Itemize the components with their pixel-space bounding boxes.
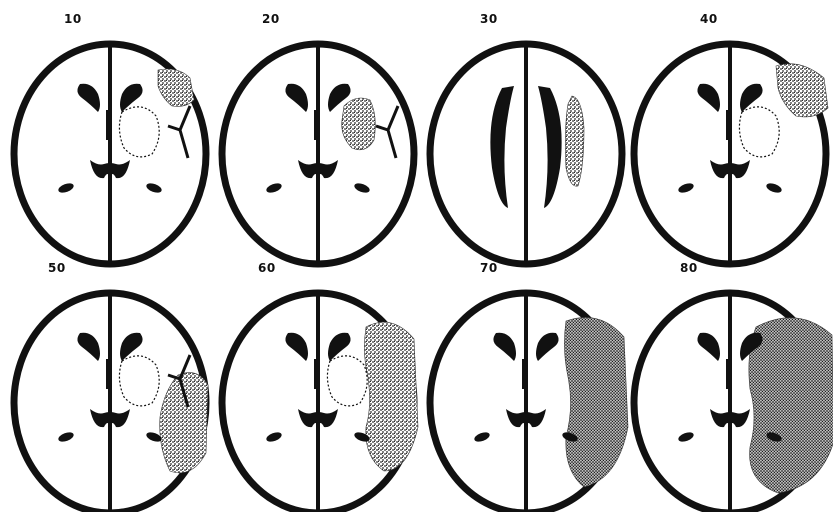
brain-slice-drawing	[216, 257, 420, 512]
brain-slice-drawing	[8, 8, 212, 263]
brain-slice-drawing	[628, 8, 832, 263]
brain-slice-drawing	[8, 257, 212, 512]
brain-slice-panel-7: 70	[424, 257, 628, 512]
lesion-area	[565, 96, 584, 186]
brain-slice-panel-1: 10	[8, 8, 212, 263]
third-ventricle	[314, 359, 320, 389]
brain-slice-panel-6: 60	[216, 257, 420, 512]
brain-slice-panel-4: 40	[628, 8, 832, 263]
lesion-area	[342, 98, 376, 150]
third-ventricle	[106, 359, 112, 389]
brain-slice-drawing	[216, 8, 420, 263]
third-ventricle	[726, 359, 732, 389]
third-ventricle	[106, 110, 112, 140]
brain-slice-drawing	[424, 8, 628, 263]
brain-slice-panel-5: 50	[8, 257, 212, 512]
brain-slice-drawing	[424, 257, 628, 512]
brain-slice-panel-3: 30	[424, 8, 628, 263]
third-ventricle	[726, 110, 732, 140]
lesion-area	[364, 322, 418, 471]
lesion-area	[564, 317, 628, 487]
brain-slice-panel-8: 80	[628, 257, 832, 512]
third-ventricle	[314, 110, 320, 140]
brain-slice-panel-2: 20	[216, 8, 420, 263]
brain-slice-drawing	[628, 257, 832, 512]
third-ventricle	[522, 359, 528, 389]
lesion-area	[749, 318, 833, 493]
